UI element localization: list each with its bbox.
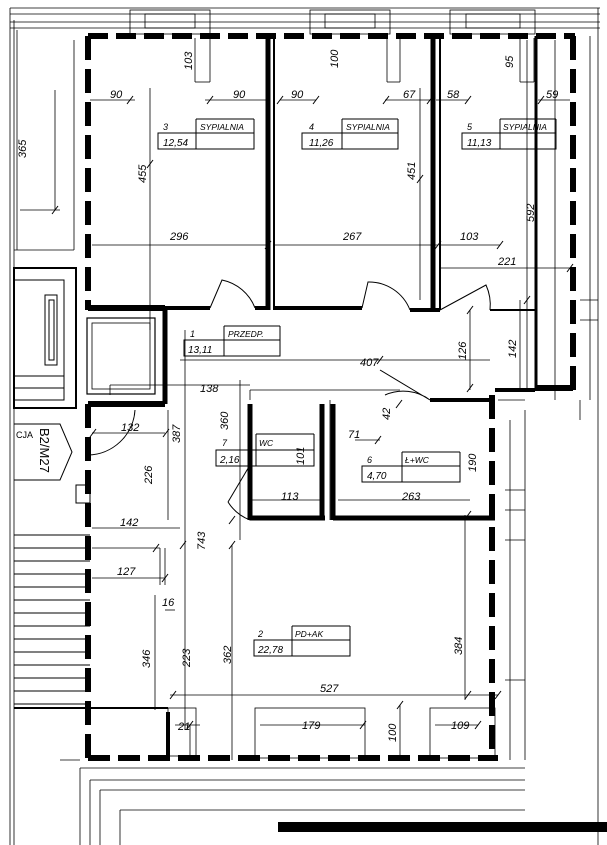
- dimension-ticks: [51, 95, 574, 730]
- dim-365: 365: [17, 139, 29, 158]
- dim-527: 527: [320, 683, 339, 695]
- dim-90-b: 90: [233, 89, 246, 101]
- dim-384: 384: [453, 637, 465, 655]
- room-6-area: 4,70: [367, 471, 387, 482]
- dim-451: 451: [406, 162, 418, 180]
- stair-label: B2/M27: [37, 428, 52, 473]
- room-1-name: PRZEDP.: [228, 329, 264, 339]
- dim-455: 455: [137, 164, 149, 183]
- dim-138: 138: [200, 383, 219, 395]
- dim-142-left: 142: [120, 517, 138, 529]
- room-4-number: 4: [309, 122, 314, 132]
- room-7-name: WC: [259, 438, 274, 448]
- dim-127: 127: [117, 566, 136, 578]
- dim-95-top: 95: [504, 55, 516, 68]
- dim-21: 21: [177, 721, 190, 733]
- room-5-name: SYPIALNIA: [503, 122, 547, 132]
- room-1-number: 1: [190, 329, 195, 339]
- dim-190: 190: [467, 453, 479, 472]
- dim-179: 179: [302, 720, 320, 732]
- dim-126: 126: [457, 341, 469, 360]
- doors: [87, 279, 491, 521]
- dim-360: 360: [219, 411, 231, 430]
- dim-132: 132: [121, 422, 139, 434]
- dim-100-bottom: 100: [387, 723, 399, 742]
- dim-223: 223: [181, 648, 193, 668]
- dim-743: 743: [196, 531, 208, 550]
- room-6-name: Ł+WC: [405, 455, 430, 465]
- dim-407: 407: [360, 357, 379, 369]
- dim-71: 71: [348, 429, 360, 441]
- bottom-band: [278, 822, 607, 832]
- room-7-area: 2,16: [219, 455, 240, 466]
- room-2-area: 22,78: [257, 645, 283, 656]
- dim-101: 101: [295, 447, 307, 465]
- room-6-number: 6: [367, 455, 372, 465]
- room-labels: 3 SYPIALNIA 12,54 4 SYPIALNIA 11,26 5 SY…: [163, 122, 547, 656]
- dim-362: 362: [222, 646, 234, 664]
- construction-lines: [9, 7, 600, 845]
- room-1-area: 13,11: [188, 345, 212, 356]
- dim-42: 42: [381, 408, 393, 420]
- dim-90-c: 90: [291, 89, 304, 101]
- room-5-number: 5: [467, 122, 473, 132]
- dim-221: 221: [497, 256, 516, 268]
- dim-267: 267: [342, 231, 362, 243]
- dim-113: 113: [281, 491, 299, 503]
- dim-142-right: 142: [507, 340, 519, 358]
- room-2-number: 2: [257, 629, 263, 639]
- room-7-number: 7: [222, 438, 228, 448]
- room-5-area: 11,13: [467, 138, 492, 149]
- dim-387: 387: [171, 424, 183, 443]
- dim-103-mid: 103: [460, 231, 479, 243]
- dim-103-top: 103: [183, 51, 195, 70]
- room-label-boxes: [157, 118, 557, 657]
- shaft: [86, 317, 156, 395]
- dim-592: 592: [525, 204, 537, 222]
- room-4-area: 11,26: [309, 138, 334, 149]
- room-2-name: PD+AK: [295, 629, 323, 639]
- room-3-area: 12,54: [163, 138, 188, 149]
- room-3-name: SYPIALNIA: [200, 122, 244, 132]
- dim-226: 226: [143, 465, 155, 485]
- dim-67: 67: [403, 89, 416, 101]
- cut-label: CJA: [16, 430, 33, 440]
- room-4-name: SYPIALNIA: [346, 122, 390, 132]
- dim-109: 109: [451, 720, 469, 732]
- walls: [85, 33, 576, 761]
- dim-263: 263: [401, 491, 421, 503]
- dim-90-a: 90: [110, 89, 123, 101]
- dim-59: 59: [546, 89, 558, 101]
- dim-296: 296: [169, 231, 189, 243]
- dim-58: 58: [447, 89, 460, 101]
- dim-16: 16: [162, 597, 175, 609]
- room-3-number: 3: [163, 122, 168, 132]
- dim-346: 346: [141, 649, 153, 668]
- dim-100-top: 100: [329, 49, 341, 68]
- dimension-labels: 103 100 95 365 90 90 90 67 58 59 455 451…: [17, 49, 558, 742]
